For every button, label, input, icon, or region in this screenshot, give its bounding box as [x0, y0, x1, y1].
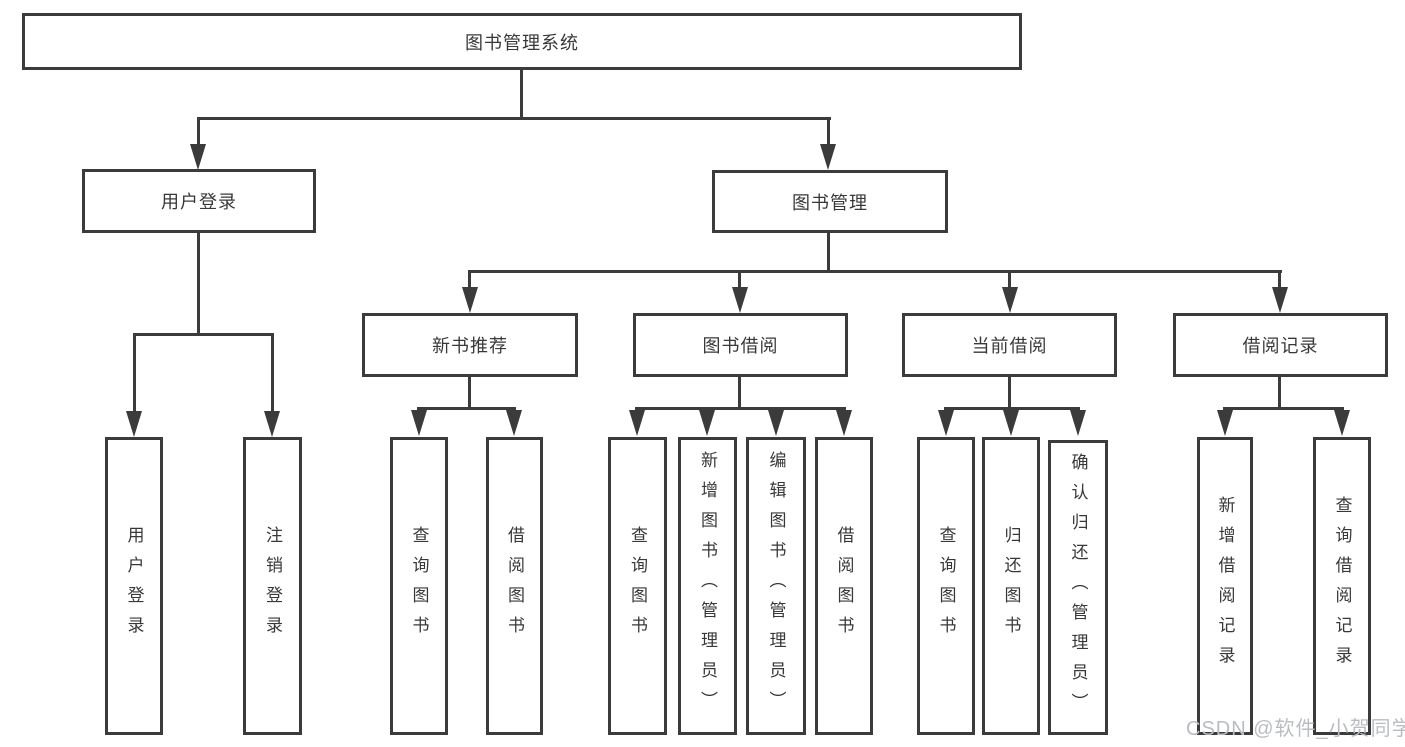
- connector-userlogin-horizontal: [133, 333, 274, 336]
- arrow-to-records: [1272, 287, 1288, 313]
- connector-stub-newbook: [468, 270, 471, 287]
- csdn-watermark: CSDN @软件_小贺同学: [1186, 718, 1405, 740]
- connector-current-vertical: [1008, 377, 1011, 410]
- leaf-current-confirm-admin: 确认归还（管理员）: [1048, 440, 1108, 735]
- leaf-records-query-label: 查询借阅记录: [1332, 496, 1352, 676]
- arrow-records-leaf2: [1334, 410, 1350, 436]
- arrow-to-book-mgmt: [820, 144, 836, 170]
- leaf-borrow-borrow: 借阅图书: [815, 437, 873, 735]
- arrow-borrow-leaf3: [768, 410, 784, 436]
- leaf-user-login: 用户登录: [105, 437, 163, 735]
- leaf-records-add-label: 新增借阅记录: [1215, 496, 1235, 676]
- leaf-borrow-borrow-label: 借阅图书: [834, 526, 854, 646]
- arrow-current-leaf3: [1070, 410, 1086, 436]
- connector-borrow-vertical: [738, 377, 741, 410]
- leaf-records-add: 新增借阅记录: [1197, 437, 1253, 735]
- connector-stub-records: [1278, 270, 1281, 287]
- arrow-current-leaf2: [1003, 410, 1019, 436]
- arrow-borrow-leaf1: [629, 410, 645, 436]
- leaf-logout-label: 注销登录: [263, 526, 282, 646]
- node-borrow-records-label: 借阅记录: [1242, 336, 1319, 356]
- leaf-borrow-add-admin: 新增图书（管理员）: [678, 437, 737, 735]
- node-user-login: 用户登录: [82, 169, 316, 233]
- leaf-current-query-label: 查询图书: [936, 526, 956, 646]
- leaf-borrow-add-admin-label: 新增图书（管理员）: [698, 451, 717, 721]
- connector-root-left-stub: [197, 117, 200, 146]
- connector-userlogin-vertical: [197, 233, 200, 336]
- leaf-current-return-label: 归还图书: [1001, 526, 1021, 646]
- connector-bookmgmt-horizontal: [468, 270, 1282, 273]
- connector-newbook-horizontal: [417, 407, 516, 410]
- connector-userlogin-right-stub: [271, 333, 274, 411]
- connector-borrow-horizontal: [635, 407, 846, 410]
- leaf-borrow-edit-admin-label: 编辑图书（管理员）: [766, 451, 786, 721]
- connector-root-right-stub: [827, 117, 830, 146]
- connector-current-horizontal: [944, 407, 1080, 410]
- node-library-system-label: 图书管理系统: [465, 32, 579, 53]
- node-book-mgmt: 图书管理: [712, 170, 948, 233]
- arrow-newbook-leaf1: [411, 410, 427, 436]
- leaf-newbook-borrow: 借阅图书: [486, 437, 543, 735]
- node-current-borrow-label: 当前借阅: [971, 336, 1048, 356]
- node-book-borrow: 图书借阅: [633, 313, 848, 377]
- arrow-to-leaf-user-login: [126, 411, 142, 437]
- leaf-current-return: 归还图书: [982, 437, 1040, 735]
- connector-root-vertical: [520, 70, 523, 118]
- leaf-newbook-query-label: 查询图书: [409, 526, 429, 646]
- node-current-borrow: 当前借阅: [902, 313, 1117, 377]
- node-new-book-recommend-label: 新书推荐: [432, 336, 508, 356]
- connector-bookmgmt-vertical: [827, 233, 830, 273]
- arrow-to-borrow: [732, 287, 748, 313]
- connector-stub-current: [1008, 270, 1011, 287]
- connector-records-horizontal: [1223, 407, 1344, 410]
- node-library-system: 图书管理系统: [22, 13, 1022, 70]
- leaf-newbook-borrow-label: 借阅图书: [505, 526, 524, 646]
- leaf-newbook-query: 查询图书: [390, 437, 448, 735]
- leaf-borrow-edit-admin: 编辑图书（管理员）: [746, 437, 806, 735]
- connector-records-vertical: [1278, 377, 1281, 410]
- arrow-to-newbook: [462, 287, 478, 313]
- connector-newbook-vertical: [468, 377, 471, 410]
- leaf-records-query: 查询借阅记录: [1313, 437, 1371, 735]
- arrow-to-current: [1002, 287, 1018, 313]
- arrow-to-leaf-logout: [264, 411, 280, 437]
- arrow-borrow-leaf2: [699, 410, 715, 436]
- leaf-current-confirm-admin-label: 确认归还（管理员）: [1068, 452, 1088, 723]
- arrow-current-leaf1: [938, 410, 954, 436]
- leaf-borrow-query: 查询图书: [608, 437, 667, 735]
- node-user-login-label: 用户登录: [161, 192, 237, 212]
- connector-root-horizontal: [197, 117, 831, 120]
- node-book-borrow-label: 图书借阅: [702, 336, 779, 356]
- leaf-current-query: 查询图书: [917, 437, 975, 735]
- leaf-user-login-label: 用户登录: [124, 526, 144, 646]
- node-new-book-recommend: 新书推荐: [362, 313, 578, 377]
- connector-userlogin-left-stub: [133, 333, 136, 411]
- node-book-mgmt-label: 图书管理: [792, 192, 868, 213]
- connector-stub-borrow: [738, 270, 741, 287]
- leaf-borrow-query-label: 查询图书: [628, 526, 647, 646]
- node-borrow-records: 借阅记录: [1173, 313, 1388, 377]
- arrow-newbook-leaf2: [506, 410, 522, 436]
- arrow-to-user-login: [190, 144, 206, 170]
- leaf-logout: 注销登录: [243, 437, 302, 735]
- arrow-borrow-leaf4: [836, 410, 852, 436]
- arrow-records-leaf1: [1217, 410, 1233, 436]
